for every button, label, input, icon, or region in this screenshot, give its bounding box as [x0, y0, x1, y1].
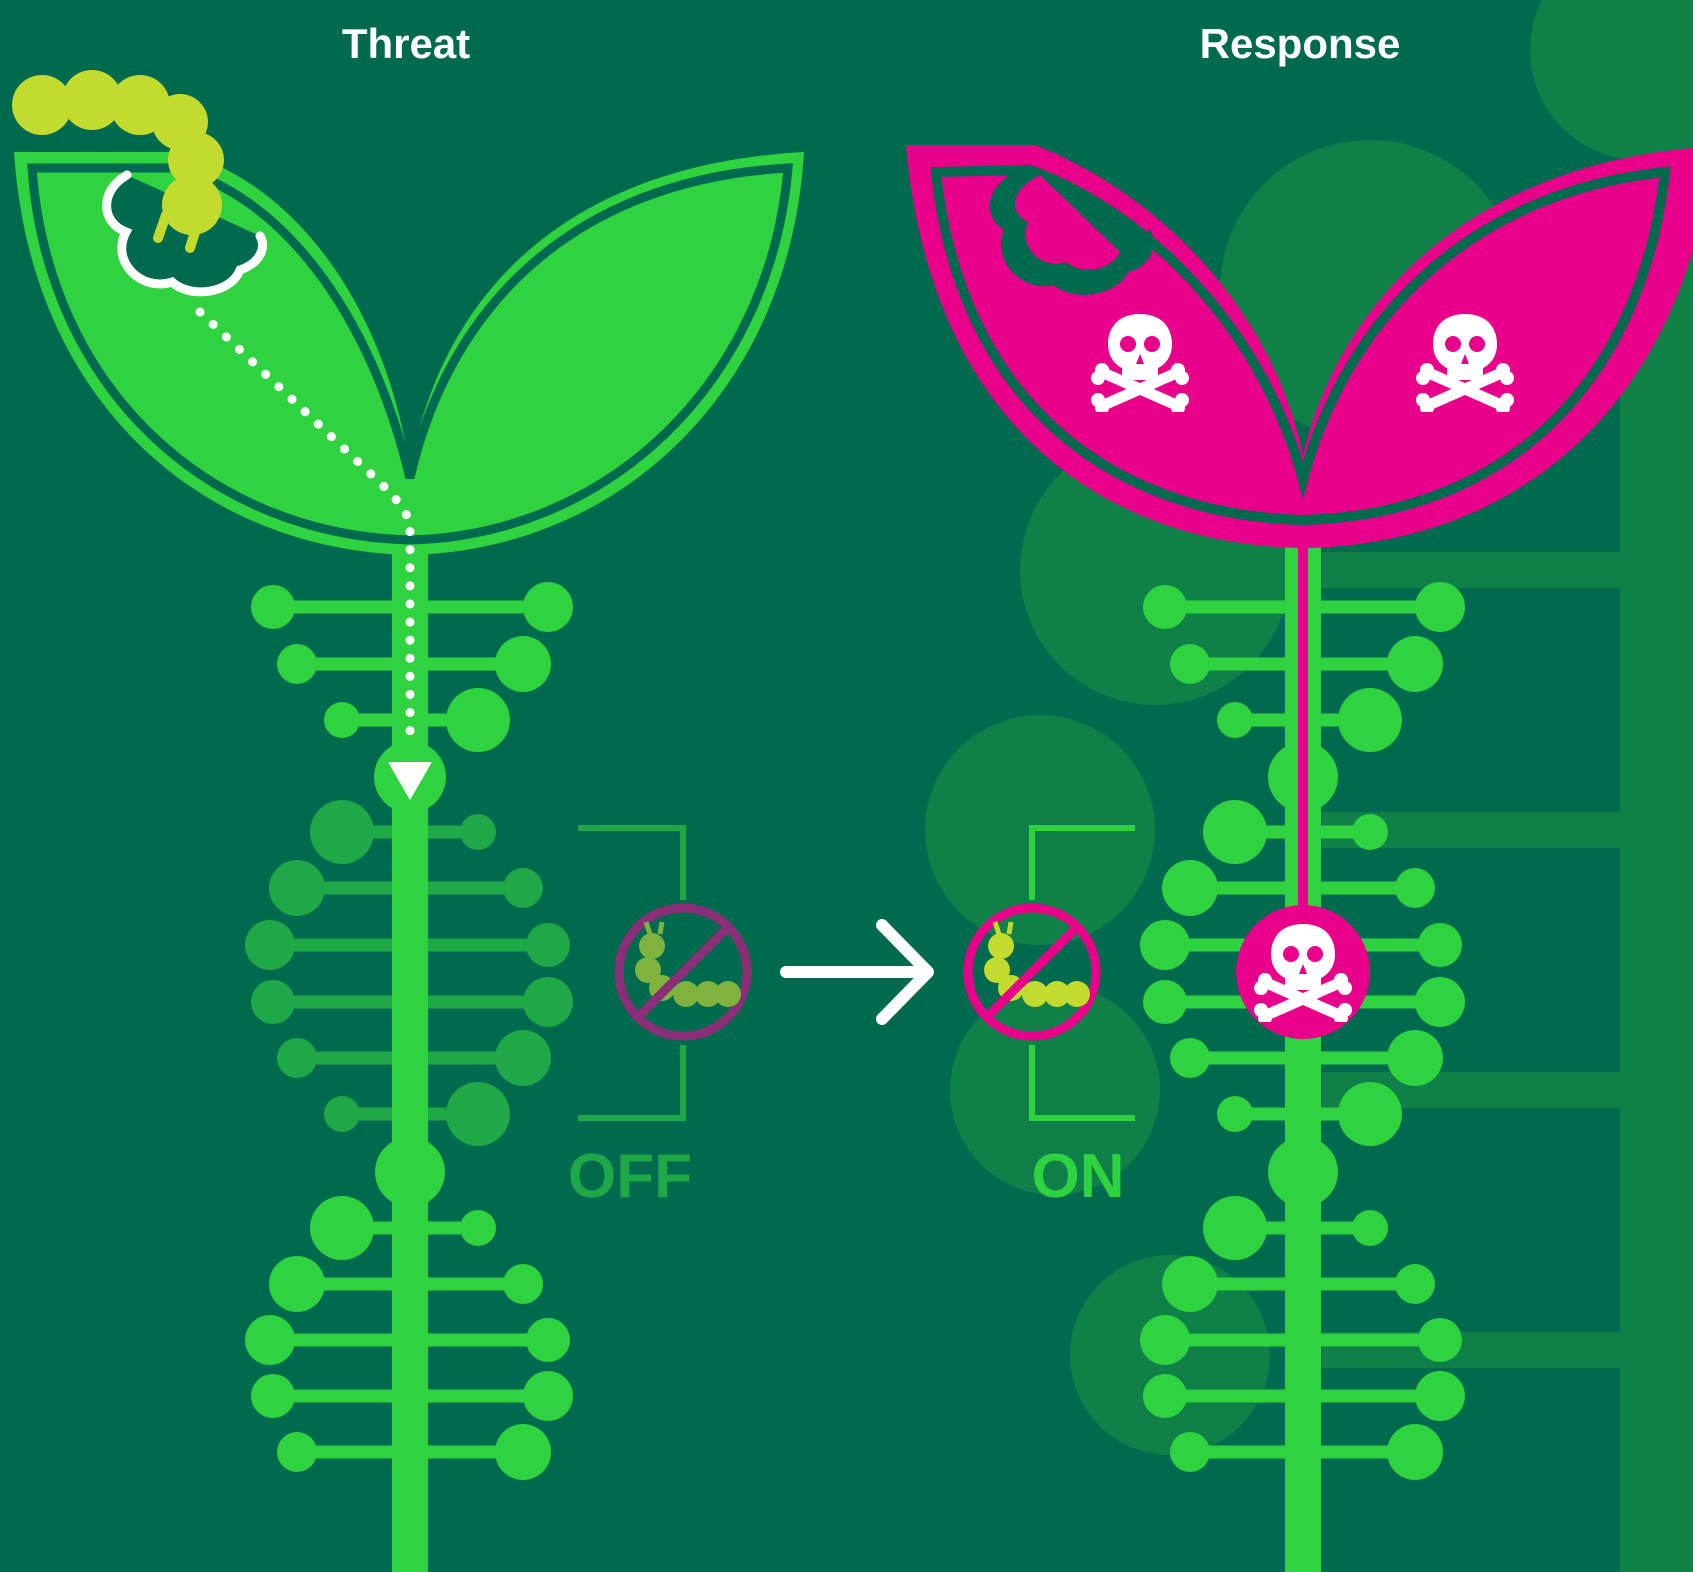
off-label: OFF — [568, 1142, 692, 1211]
no-caterpillar-icon — [619, 908, 747, 1036]
threat-plant: OFF — [12, 70, 804, 1572]
arrow-right-icon — [786, 925, 928, 1019]
threat-heading: Threat — [342, 20, 470, 67]
response-heading: Response — [1200, 20, 1401, 67]
threat-leaves — [14, 152, 804, 555]
on-label: ON — [1032, 1142, 1125, 1211]
off-switch — [578, 828, 683, 1118]
